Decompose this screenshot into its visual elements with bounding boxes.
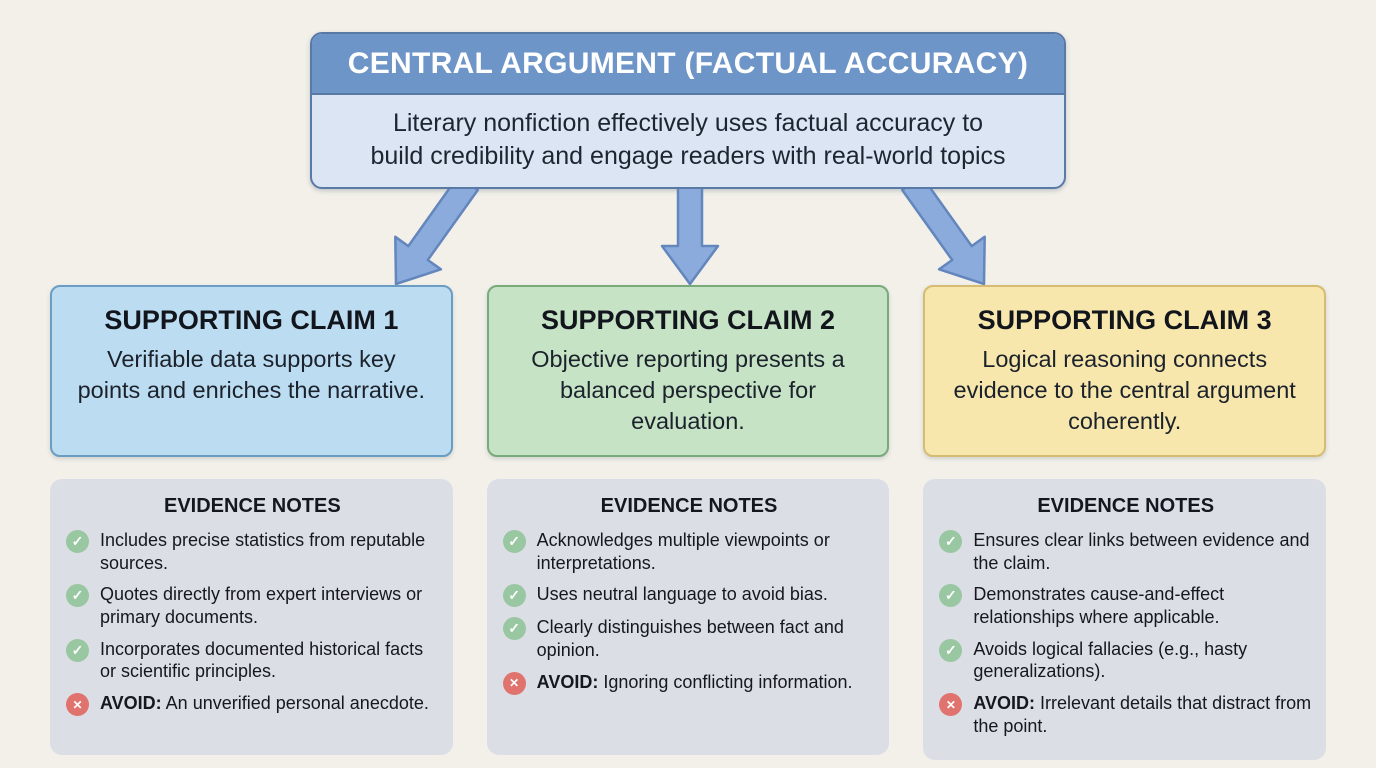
check-icon bbox=[502, 530, 526, 553]
check-icon bbox=[939, 584, 963, 608]
check-icon bbox=[502, 584, 526, 608]
check-icon bbox=[939, 638, 963, 662]
evidence-notes-3-title: EVIDENCE NOTES bbox=[1037, 495, 1215, 517]
list-item: Acknowledges multiple viewpoints or inte… bbox=[502, 529, 876, 574]
arrow-down-left-icon bbox=[394, 189, 480, 285]
list-item: Uses neutral language to avoid bias. bbox=[502, 583, 876, 608]
check-icon bbox=[66, 584, 89, 608]
evidence-item-text: AVOID: Ignoring conflicting information. bbox=[536, 671, 853, 692]
evidence-item-text: Demonstrates cause-and-effect relationsh… bbox=[973, 584, 1225, 628]
evidence-notes-1-title: EVIDENCE NOTES bbox=[163, 495, 341, 517]
list-item: Quotes directly from expert interviews o… bbox=[66, 583, 439, 628]
evidence-notes-3-box: EVIDENCE NOTES Ensures clear links betwe… bbox=[923, 479, 1327, 761]
evidence-item-text: Acknowledges multiple viewpoints or inte… bbox=[536, 530, 830, 573]
supporting-claim-1-box: SUPPORTING CLAIM 1 Verifiable data suppo… bbox=[50, 285, 453, 457]
list-item: AVOID: Ignoring conflicting information. bbox=[502, 671, 876, 695]
evidence-notes-1-box: EVIDENCE NOTES Includes precise statisti… bbox=[50, 479, 453, 755]
arrow-down-icon bbox=[660, 189, 720, 285]
list-item: Clearly distinguishes between fact and o… bbox=[502, 616, 876, 661]
list-item: Avoids logical fallacies (e.g., hasty ge… bbox=[939, 638, 1312, 683]
supporting-claim-3-box: SUPPORTING CLAIM 3 Logical reasoning con… bbox=[923, 285, 1327, 457]
claim-3-body: Logical reasoning connects evidence to t… bbox=[953, 346, 1296, 435]
evidence-item-text: Avoids logical fallacies (e.g., hasty ge… bbox=[973, 638, 1248, 682]
supporting-claims-row: SUPPORTING CLAIM 1 Verifiable data suppo… bbox=[50, 285, 1327, 457]
central-argument-box: CENTRAL ARGUMENT (FACTUAL ACCURACY) Lite… bbox=[310, 32, 1066, 189]
arrow-down-right-icon bbox=[900, 189, 986, 285]
supporting-claim-2-box: SUPPORTING CLAIM 2 Objective reporting p… bbox=[486, 285, 890, 457]
evidence-item-text: AVOID: An unverified personal anecdote. bbox=[100, 693, 429, 714]
claim-2-body: Objective reporting presents a balanced … bbox=[531, 346, 845, 435]
check-icon bbox=[66, 638, 89, 662]
evidence-notes-2-box: EVIDENCE NOTES Acknowledges multiple vie… bbox=[486, 479, 890, 755]
claim-2-title: SUPPORTING CLAIM 2 bbox=[540, 305, 836, 335]
evidence-notes-2-title: EVIDENCE NOTES bbox=[600, 495, 778, 517]
list-item: AVOID: Irrelevant details that distract … bbox=[939, 692, 1312, 737]
x-icon bbox=[939, 693, 963, 717]
x-icon bbox=[502, 671, 526, 695]
connector-arrows bbox=[394, 189, 986, 285]
evidence-item-text: Incorporates documented historical facts… bbox=[100, 638, 424, 682]
check-icon bbox=[939, 530, 963, 553]
check-icon bbox=[502, 617, 526, 641]
check-icon bbox=[66, 530, 89, 553]
evidence-item-text: Ensures clear links between evidence and… bbox=[973, 530, 1310, 573]
list-item: AVOID: An unverified personal anecdote. bbox=[66, 692, 439, 717]
list-item: Includes precise statistics from reputab… bbox=[66, 529, 439, 574]
list-item: Demonstrates cause-and-effect relationsh… bbox=[939, 583, 1312, 628]
claim-3-title: SUPPORTING CLAIM 3 bbox=[977, 305, 1272, 335]
list-item: Incorporates documented historical facts… bbox=[66, 638, 439, 683]
list-item: Ensures clear links between evidence and… bbox=[939, 529, 1312, 574]
evidence-item-text: Includes precise statistics from reputab… bbox=[100, 530, 426, 573]
evidence-item-text: Uses neutral language to avoid bias. bbox=[536, 584, 828, 605]
central-argument-body: Literary nonfiction effectively uses fac… bbox=[370, 109, 1006, 170]
claim-1-title: SUPPORTING CLAIM 1 bbox=[104, 305, 399, 335]
evidence-notes-row: EVIDENCE NOTES Includes precise statisti… bbox=[50, 479, 1327, 761]
evidence-item-text: Quotes directly from expert interviews o… bbox=[100, 584, 423, 628]
evidence-item-text: Clearly distinguishes between fact and o… bbox=[536, 617, 844, 661]
central-argument-title: CENTRAL ARGUMENT (FACTUAL ACCURACY) bbox=[312, 34, 1064, 95]
evidence-item-text: AVOID: Irrelevant details that distract … bbox=[973, 693, 1312, 736]
claim-1-body: Verifiable data supports key points and … bbox=[77, 346, 426, 404]
x-icon bbox=[66, 693, 89, 717]
